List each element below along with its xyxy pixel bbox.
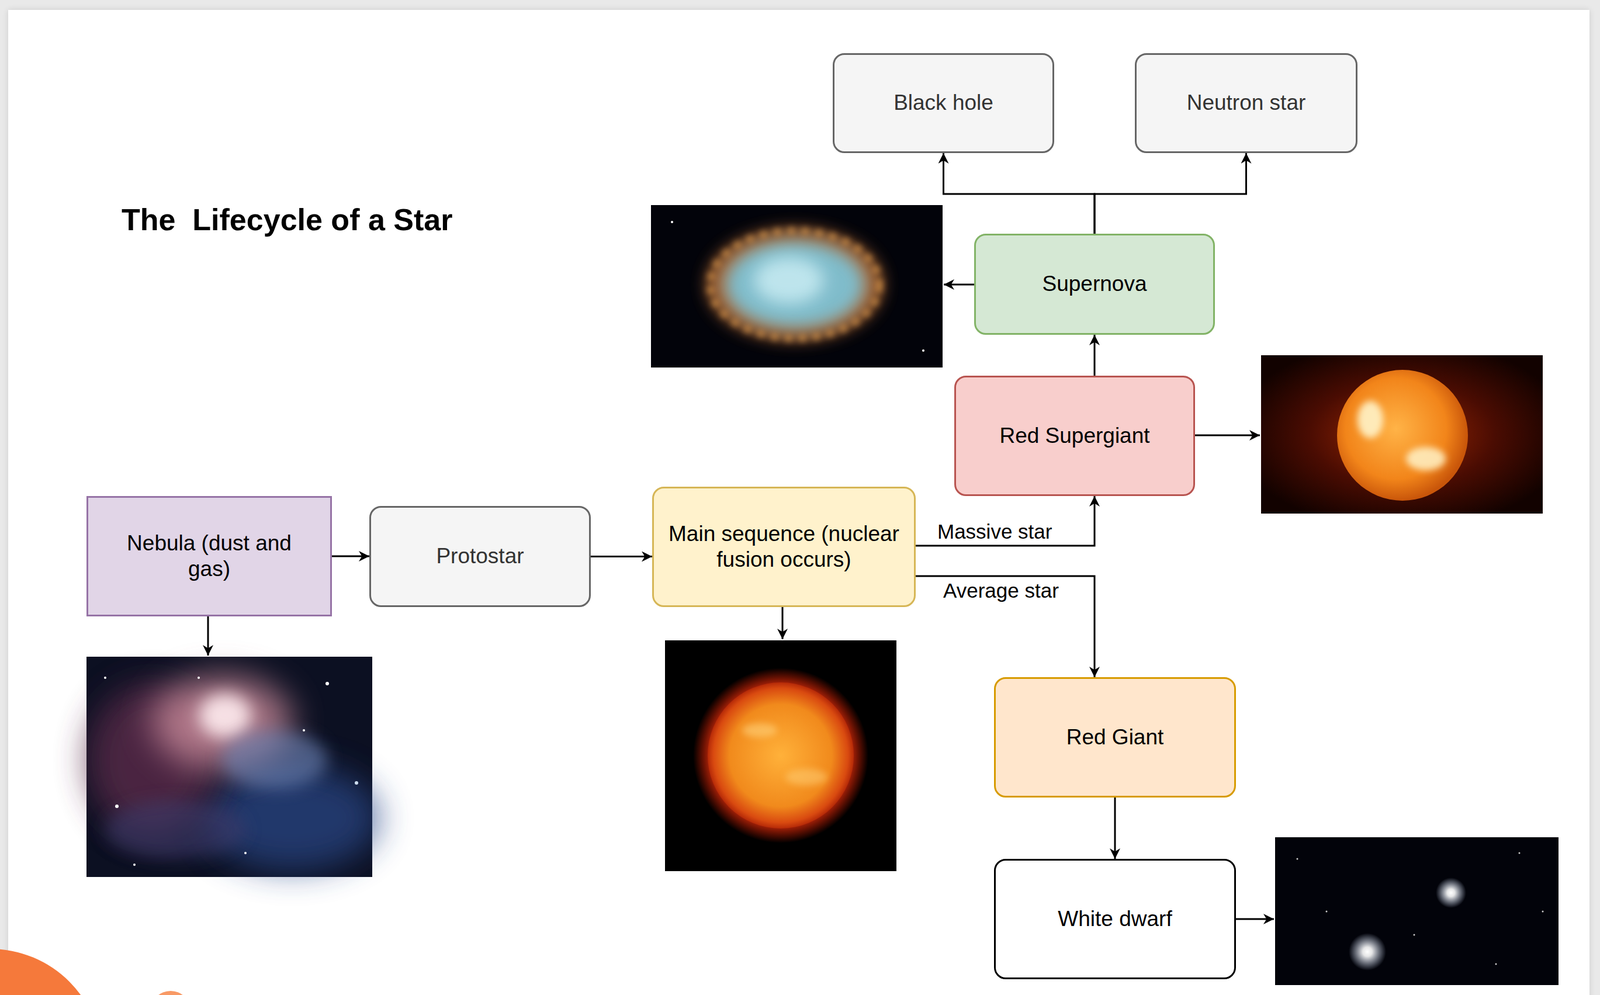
node-label: Black hole <box>893 89 994 116</box>
flow-arrow <box>915 576 1095 678</box>
white-dwarf-photo <box>1275 837 1559 986</box>
sun-photo <box>665 640 897 872</box>
node-label: Red Supergiant <box>999 423 1150 449</box>
flow-arrow <box>915 496 1095 546</box>
node-label: Protostar <box>435 543 524 570</box>
node-label: Red Giant <box>1066 724 1165 751</box>
red-supergiant-box: Red Supergiant <box>954 375 1196 497</box>
main-sequence-box: Main sequence (nuclear fusion occurs) <box>652 486 916 608</box>
supergiant-photo <box>1261 355 1543 514</box>
node-label: Nebula (dust and gas) <box>111 530 307 583</box>
leader-arrow <box>781 607 784 640</box>
black-hole-box: Black hole <box>832 53 1055 154</box>
white-dwarf-box: White dwarf <box>994 859 1236 980</box>
supernova-box: Supernova <box>974 233 1215 335</box>
leader-arrow <box>1235 918 1274 921</box>
decor-circle <box>0 949 103 995</box>
supernova-photo <box>650 205 943 368</box>
node-label: Neutron star <box>1186 89 1307 116</box>
diagram-title: The Lifecycle of a Star <box>121 201 453 238</box>
flow-arrow <box>1094 153 1247 234</box>
node-label: White dwarf <box>1057 906 1172 933</box>
edge-label: Massive star <box>934 520 1055 544</box>
leader-arrow <box>207 616 210 656</box>
node-label: Main sequence (nuclear fusion occurs) <box>666 521 902 574</box>
flow-arrow <box>943 153 1096 234</box>
decor-circle <box>150 991 191 995</box>
protostar-box: Protostar <box>369 506 591 608</box>
flow-arrow <box>331 555 370 558</box>
flow-arrow <box>590 555 653 558</box>
flow-arrow <box>1093 334 1096 376</box>
neutron-star-box: Neutron star <box>1134 53 1358 154</box>
flow-arrow <box>1114 797 1117 860</box>
node-label: Supernova <box>1042 271 1148 297</box>
red-giant-box: Red Giant <box>994 677 1236 798</box>
edge-label: Average star <box>940 579 1062 603</box>
nebula-photo <box>86 656 380 878</box>
nebula-box: Nebula (dust and gas) <box>86 496 332 617</box>
leader-arrow <box>943 284 975 286</box>
leader-arrow <box>1195 434 1260 437</box>
